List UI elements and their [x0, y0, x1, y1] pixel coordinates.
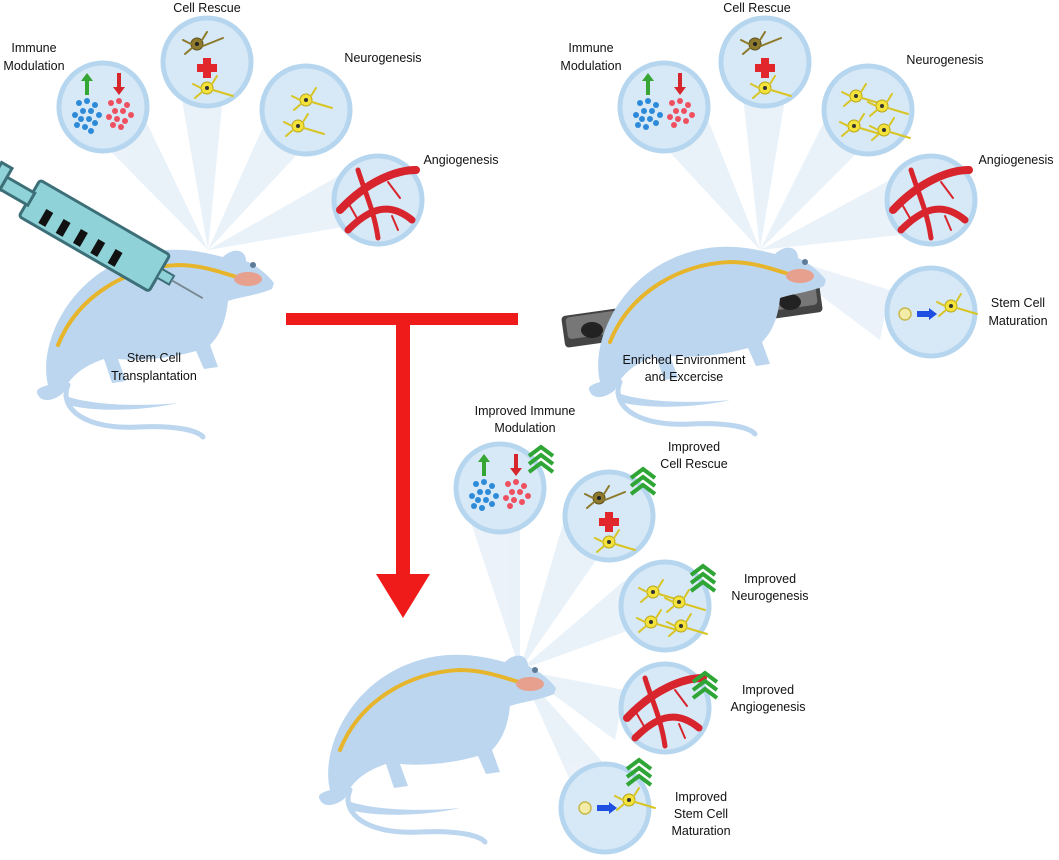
- label-immune-modulation-2: Modulation: [3, 59, 64, 73]
- down-arrow-icon: [510, 454, 522, 476]
- up-arrow-icon: [81, 73, 93, 95]
- down-arrow-icon: [674, 73, 686, 95]
- caption-enriched-2: and Excercise: [645, 370, 724, 384]
- label-angiogenesis: Angiogenesis: [978, 153, 1053, 167]
- combination-arrow: [286, 313, 518, 618]
- label-improved-immune-2: Modulation: [494, 421, 555, 435]
- stem-cell-icon: [898, 307, 912, 321]
- label-neurogenesis: Neurogenesis: [344, 51, 421, 65]
- blood-vessel-icon: [336, 166, 420, 241]
- neurogenesis-bubble: [621, 562, 709, 650]
- label-improved-neurogenesis-1: Improved: [744, 572, 796, 586]
- label-improved-cell-rescue-1: Improved: [668, 440, 720, 454]
- label-improved-immune-1: Improved Immune: [475, 404, 576, 418]
- neurogenesis-bubble: [824, 66, 912, 154]
- label-improved-maturation-1: Improved: [675, 790, 727, 804]
- label-improved-angiogenesis-2: Angiogenesis: [730, 700, 805, 714]
- label-stem-cell-maturation-1: Stem Cell: [991, 296, 1045, 310]
- stem-cell-maturation-bubble: [887, 268, 978, 356]
- label-cell-rescue: Cell Rescue: [723, 1, 790, 15]
- panel-enriched-environment: Immune Modulation Cell Rescue Neurogenes…: [560, 1, 1054, 434]
- right-arrow-icon: [917, 308, 937, 320]
- down-arrow-icon: [113, 73, 125, 95]
- label-neurogenesis: Neurogenesis: [906, 53, 983, 67]
- medical-cross-icon: [755, 58, 775, 78]
- syringe-icon: [0, 160, 204, 300]
- stem-cell-icon: [578, 801, 592, 815]
- immune-cells-blue: [72, 98, 102, 134]
- label-improved-angiogenesis-1: Improved: [742, 683, 794, 697]
- up-arrow-icon: [478, 454, 490, 476]
- panel-stem-cell-transplantation: Immune Modulation Cell Rescue Neurogenes…: [0, 1, 499, 437]
- angiogenesis-bubble: [621, 664, 709, 752]
- label-stem-cell-maturation-2: Maturation: [988, 314, 1047, 328]
- label-improved-maturation-2: Stem Cell: [674, 807, 728, 821]
- blood-vessel-icon: [889, 166, 973, 241]
- caption-enriched-1: Enriched Environment: [623, 353, 747, 367]
- neurogenesis-bubble: [262, 66, 350, 154]
- caption-stem-cell-2: Transplantation: [111, 369, 197, 383]
- immune-cells-red: [106, 98, 134, 130]
- label-improved-neurogenesis-2: Neurogenesis: [731, 589, 808, 603]
- label-angiogenesis: Angiogenesis: [423, 153, 498, 167]
- angiogenesis-bubble: [887, 156, 975, 244]
- label-immune-modulation-2: Modulation: [560, 59, 621, 73]
- medical-cross-icon: [197, 58, 217, 78]
- immune-cells-red: [503, 479, 531, 509]
- cell-rescue-bubble: [565, 472, 653, 560]
- angiogenesis-bubble: [334, 156, 422, 244]
- mouse: [589, 247, 826, 434]
- label-improved-maturation-3: Maturation: [671, 824, 730, 838]
- immune-cells-blue: [469, 479, 499, 511]
- immune-modulation-bubble: [456, 444, 544, 532]
- immune-cells-red: [667, 98, 695, 128]
- cell-rescue-bubble: [721, 18, 809, 106]
- label-improved-cell-rescue-2: Cell Rescue: [660, 457, 727, 471]
- mouse: [319, 655, 556, 842]
- caption-stem-cell-1: Stem Cell: [127, 351, 181, 365]
- medical-cross-icon: [599, 512, 619, 532]
- immune-cells-blue: [633, 98, 663, 130]
- cell-rescue-bubble: [163, 18, 251, 106]
- label-cell-rescue: Cell Rescue: [173, 1, 240, 15]
- panel-combined-therapy: Improved Immune Modulation Improved Cell…: [319, 404, 809, 852]
- label-immune-modulation-1: Immune: [11, 41, 56, 55]
- immune-modulation-bubble: [59, 63, 147, 151]
- right-arrow-icon: [597, 802, 617, 814]
- up-arrow-icon: [642, 73, 654, 95]
- label-immune-modulation-1: Immune: [568, 41, 613, 55]
- stem-cell-maturation-bubble: [561, 764, 656, 852]
- immune-modulation-bubble: [620, 63, 708, 151]
